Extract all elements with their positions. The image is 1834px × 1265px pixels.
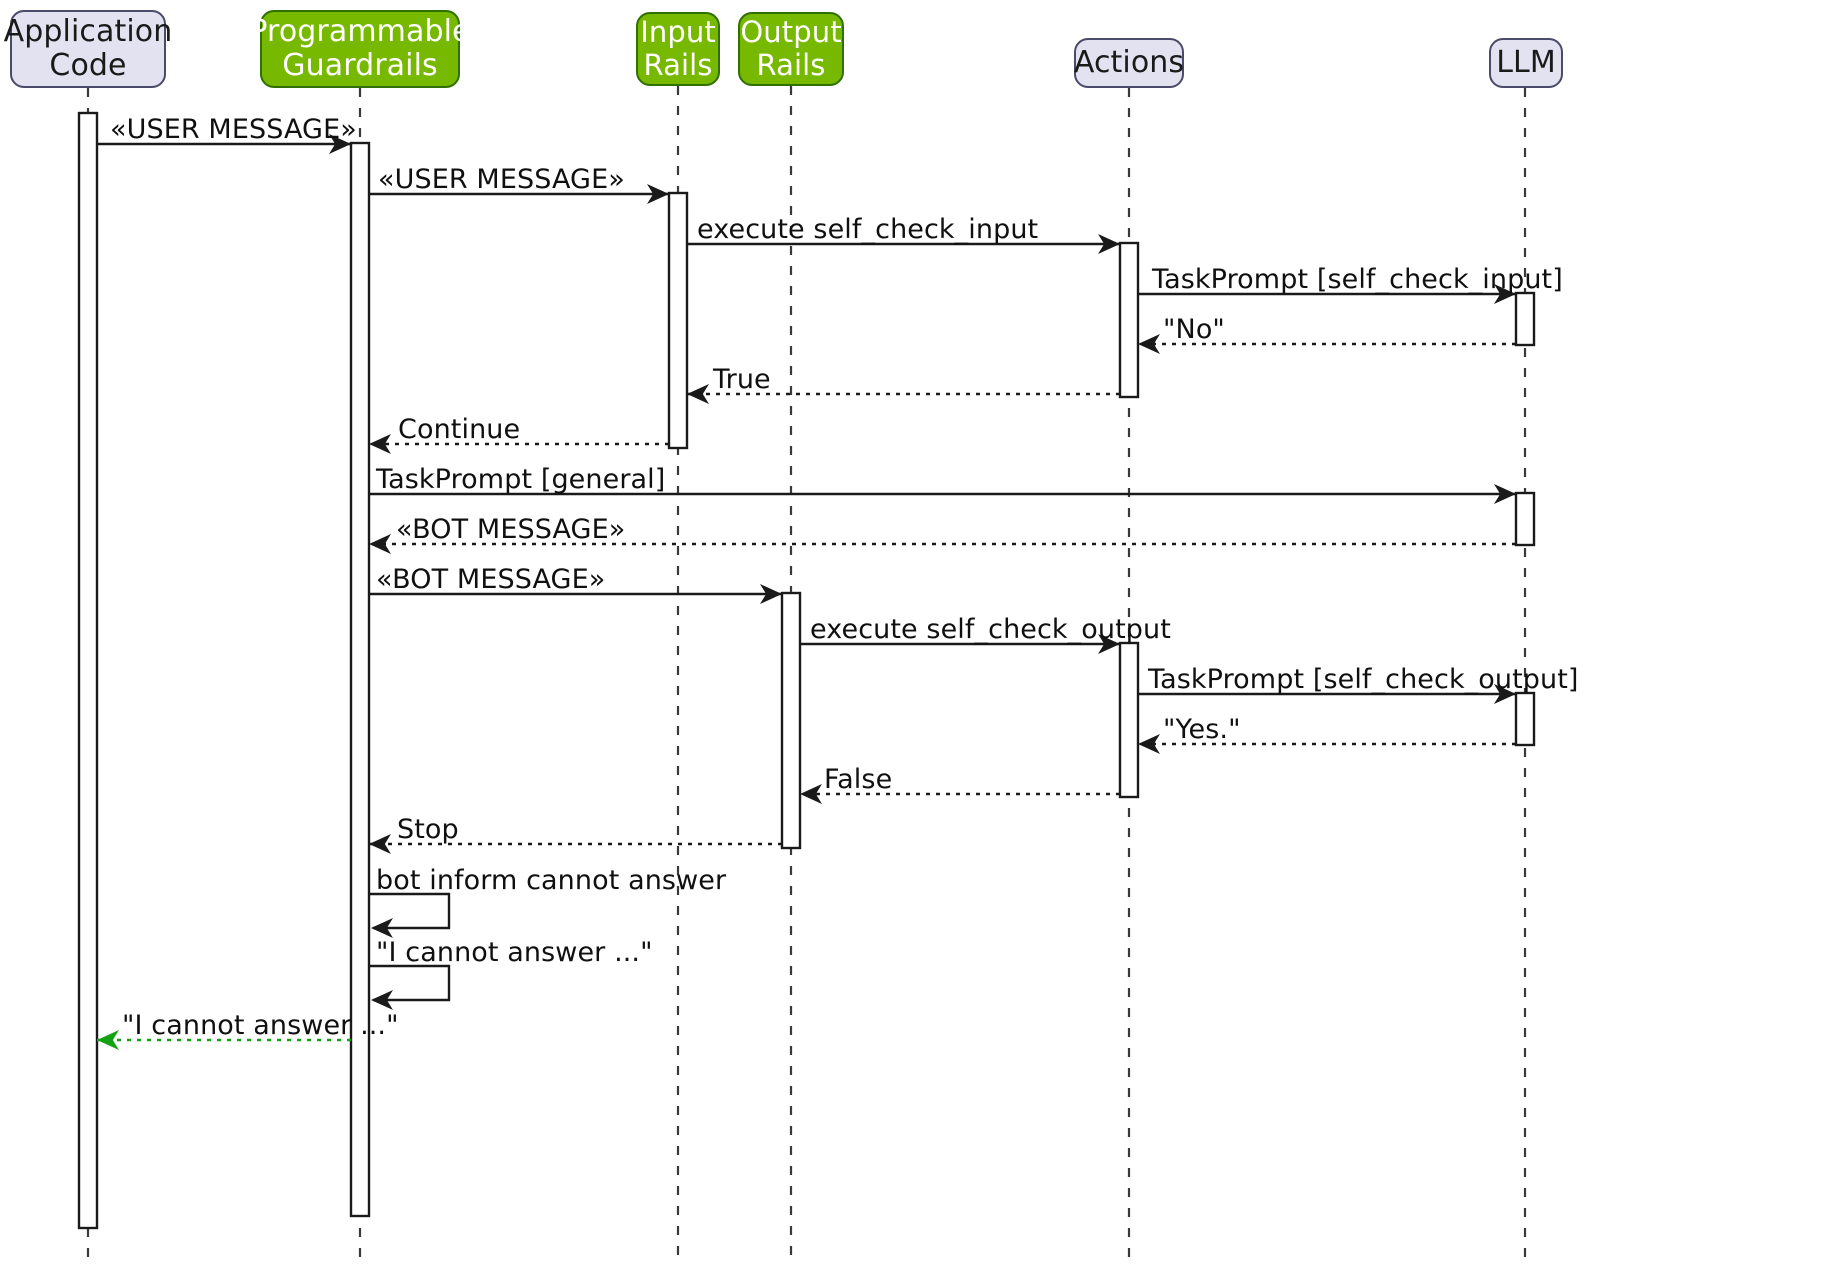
arrowhead-17	[371, 990, 393, 1010]
message-11	[800, 634, 1120, 654]
arrowhead-4	[1494, 284, 1516, 304]
self-message-16	[369, 892, 451, 938]
message-label-18: "I cannot answer ..."	[122, 1010, 399, 1041]
actions-output-activation	[1118, 641, 1140, 799]
arrowhead-2	[647, 184, 669, 204]
llm-output-check-activation	[1514, 691, 1536, 747]
message-13	[1138, 734, 1516, 754]
message-label-7: Continue	[398, 414, 521, 445]
participant-llm[interactable]: LLM	[1489, 38, 1563, 88]
arrowhead-7	[369, 434, 391, 454]
participant-actions[interactable]: Actions	[1074, 38, 1184, 88]
message-7	[369, 434, 669, 454]
message-12	[1138, 684, 1516, 704]
participant-guardrails[interactable]: Programmable Guardrails	[249, 10, 471, 88]
message-5	[1138, 334, 1516, 354]
arrowhead-14	[800, 784, 822, 804]
message-18	[97, 1030, 351, 1050]
participant-output[interactable]: Output Rails	[738, 12, 844, 86]
actions-input-activation	[1118, 241, 1140, 399]
message-arrows-group	[97, 134, 1516, 1050]
message-10	[369, 584, 782, 604]
llm-input-check-activation	[1514, 291, 1536, 347]
message-8	[369, 484, 1516, 504]
message-label-17: "I cannot answer ..."	[376, 937, 653, 968]
participant-label-output: Output Rails	[740, 14, 842, 82]
message-label-13: "Yes."	[1163, 714, 1241, 745]
message-label-2: «USER MESSAGE»	[378, 164, 625, 195]
arrowhead-11	[1098, 634, 1120, 654]
participant-label-llm: LLM	[1496, 44, 1556, 80]
message-6	[687, 384, 1120, 404]
self-message-path-17	[369, 964, 451, 1002]
message-label-14: False	[824, 764, 893, 795]
participant-label-actions: Actions	[1073, 44, 1185, 80]
arrowhead-6	[687, 384, 709, 404]
arrowhead-8	[1494, 484, 1516, 504]
message-9	[369, 534, 1516, 554]
llm-general-activation	[1514, 491, 1536, 547]
message-label-11: execute self_check_output	[810, 614, 1171, 645]
arrowhead-13	[1138, 734, 1160, 754]
arrowhead-1	[329, 134, 351, 154]
message-label-6: True	[713, 364, 771, 395]
input-rails-activation	[667, 191, 689, 450]
participant-app[interactable]: Application Code	[4, 10, 172, 88]
arrowhead-12	[1494, 684, 1516, 704]
guardrails-activation	[349, 141, 371, 1218]
self-message-17	[369, 964, 451, 1010]
message-label-4: TaskPrompt [self_check_input]	[1152, 264, 1563, 295]
arrowhead-9	[369, 534, 391, 554]
message-15	[369, 834, 782, 854]
arrowhead-18	[97, 1030, 119, 1050]
message-14	[800, 784, 1120, 804]
participant-label-guardrails: Programmable Guardrails	[249, 13, 471, 83]
message-3	[687, 234, 1120, 254]
arrowhead-3	[1098, 234, 1120, 254]
participant-label-app: Application Code	[3, 13, 173, 83]
message-2	[369, 184, 669, 204]
app-activation	[77, 111, 99, 1230]
arrowhead-10	[760, 584, 782, 604]
message-label-1: «USER MESSAGE»	[110, 114, 357, 145]
message-label-15: Stop	[397, 814, 459, 845]
message-label-10: «BOT MESSAGE»	[376, 564, 606, 595]
arrowhead-5	[1138, 334, 1160, 354]
self-message-path-16	[369, 892, 451, 930]
message-1	[97, 134, 351, 154]
message-label-12: TaskPrompt [self_check_output]	[1148, 664, 1579, 695]
message-4	[1138, 284, 1516, 304]
message-label-16: bot inform cannot answer	[376, 865, 727, 896]
activation-bars-group	[77, 111, 1536, 1230]
participant-label-input: Input Rails	[640, 14, 716, 82]
message-label-3: execute self_check_input	[697, 214, 1039, 245]
message-label-9: «BOT MESSAGE»	[396, 514, 626, 545]
output-rails-activation	[780, 591, 802, 850]
message-label-5: "No"	[1163, 314, 1225, 345]
message-label-8: TaskPrompt [general]	[376, 464, 666, 495]
participant-input[interactable]: Input Rails	[636, 12, 720, 86]
arrowhead-15	[369, 834, 391, 854]
arrowhead-16	[371, 918, 393, 938]
